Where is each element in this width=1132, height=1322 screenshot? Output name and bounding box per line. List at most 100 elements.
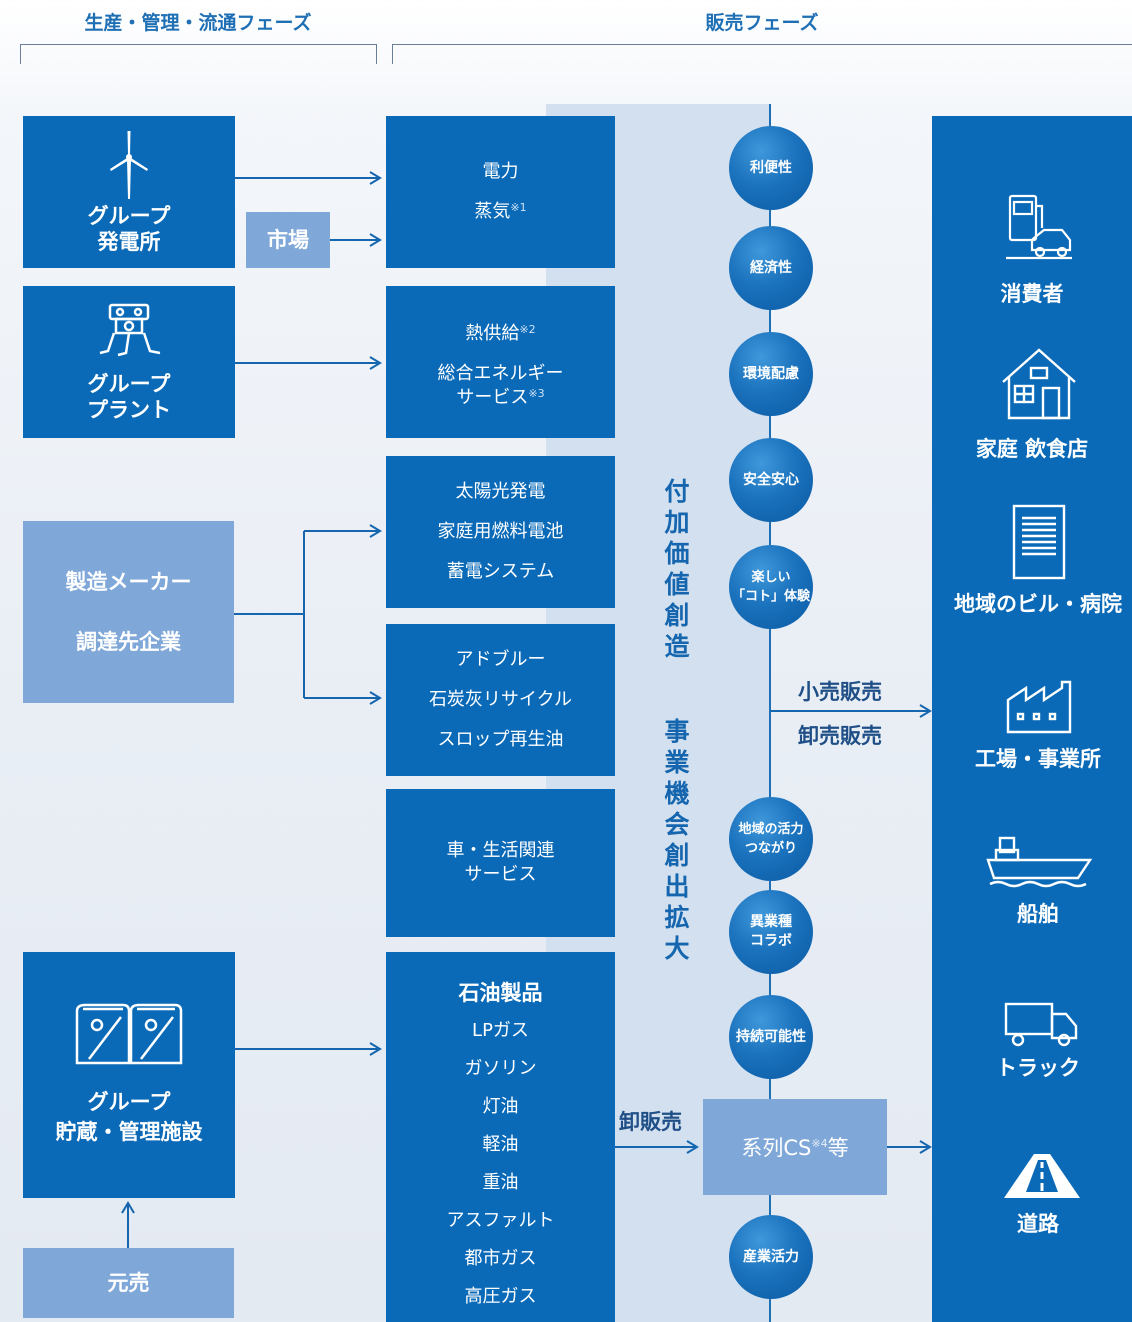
petroleum-item: 軽油 (482, 1134, 519, 1155)
bubble-industry: 産業活力 (729, 1215, 813, 1299)
cs-label: 系列CS (741, 1136, 812, 1160)
customer-household: 家庭 飲食店 (975, 437, 1089, 461)
house-icon (1002, 348, 1076, 420)
customer-consumer: 消費者 (1000, 282, 1064, 306)
bubble-environment: 環境配慮 (729, 332, 813, 416)
retail-label: 小売販売 (798, 680, 882, 704)
service-item: サービス※3 (456, 386, 544, 410)
petroleum-item: 都市ガス (464, 1248, 537, 1269)
heat-supply-item: 熱供給※2 (465, 322, 535, 346)
petroleum-item: アスファルト (446, 1210, 555, 1231)
wind-turbine-icon (110, 131, 148, 199)
truck-icon (1004, 1002, 1078, 1047)
slop-oil-label: スロップ再生油 (437, 729, 564, 750)
group-storage-facility: グループ 貯蔵・管理施設 (23, 952, 235, 1198)
petroleum-item: 灯油 (482, 1096, 519, 1117)
note-4: ※4 (811, 1136, 828, 1150)
vertical-char: 事 (664, 717, 690, 746)
recycling-box: アドブルー 石炭灰リサイクル スロップ再生油 (386, 624, 615, 776)
market-box: 市場 (246, 212, 330, 268)
plant-icon (99, 303, 161, 357)
petroleum-item: LPガス (472, 1020, 529, 1041)
storage-system-label: 蓄電システム (446, 561, 555, 582)
customer-factory: 工場・事業所 (975, 747, 1101, 771)
vertical-char: 加 (664, 508, 690, 537)
ship-icon (986, 836, 1093, 888)
production-phase-bracket (20, 44, 377, 64)
bubble-axis-line (769, 104, 771, 1322)
bubble-collaboration: 異業種 コラボ (729, 890, 813, 974)
renewable-box: 太陽光発電 家庭用燃料電池 蓄電システム (386, 456, 615, 608)
vertical-char: 創 (664, 601, 690, 630)
steam-label: 蒸気 (474, 201, 511, 222)
total-energy-label: 総合エネルギー (437, 363, 564, 384)
group-plant: グループ プラント (23, 286, 235, 438)
coal-ash-label: 石炭灰リサイクル (428, 689, 573, 710)
production-phase-label: 生産・管理・流通フェーズ (84, 12, 312, 34)
bubble-sustainability: 持続可能性 (729, 995, 813, 1079)
note-3: ※3 (528, 387, 545, 400)
vertical-char: 出 (664, 872, 690, 901)
customer-ship: 船舶 (1017, 902, 1059, 926)
vertical-char: 値 (664, 570, 690, 599)
petroleum-item: ガソリン (464, 1058, 537, 1079)
electricity-steam-box: 電力 蒸気※1 (386, 116, 615, 268)
customer-truck: トラック (996, 1056, 1080, 1080)
vertical-char: 拡 (664, 903, 690, 932)
sales-phase-bracket (392, 44, 1132, 64)
vertical-char: 機 (664, 779, 690, 808)
wholesale-label: 卸売販売 (798, 724, 882, 748)
heat-supply-label: 熱供給 (465, 323, 520, 344)
service-label: サービス (456, 387, 529, 408)
vertical-char: 造 (664, 632, 690, 661)
market-label: 市場 (267, 228, 309, 252)
note-1: ※1 (510, 201, 527, 214)
consumer-icon (1006, 194, 1072, 260)
petroleum-item: 高圧ガス (464, 1286, 537, 1307)
bubble-community: 地域の活力 つながり (729, 797, 813, 881)
wholesaler-box: 元売 (23, 1248, 234, 1318)
vertical-char: 業 (664, 748, 690, 777)
fuel-cell-label: 家庭用燃料電池 (437, 521, 564, 542)
group-power-plant: グループ 発電所 (23, 116, 235, 268)
petroleum-products-box: 石油製品 LPガス ガソリン 灯油 軽油 重油 アスファルト 都市ガス 高圧ガス (386, 952, 615, 1322)
electricity-label: 電力 (482, 161, 519, 182)
wholesale-sales-label: 卸販売 (619, 1110, 682, 1134)
group-plant-label: グループ プラント (87, 372, 171, 422)
bubble-economy: 経済性 (729, 226, 813, 310)
customer-road: 道路 (1017, 1212, 1059, 1236)
vertical-char: 価 (664, 539, 690, 568)
sales-phase-label: 販売フェーズ (705, 12, 819, 34)
car-service-label: サービス (464, 864, 537, 885)
heat-supply-box: 熱供給※2 総合エネルギー サービス※3 (386, 286, 615, 438)
wholesaler-label: 元売 (107, 1271, 150, 1295)
steam-item: 蒸気※1 (474, 200, 526, 224)
storage-tank-icon (75, 1003, 183, 1065)
vertical-char: 創 (664, 841, 690, 870)
building-icon (1012, 504, 1066, 580)
business-opportunity-text: 事業機会創出拡大 (660, 716, 694, 964)
solar-label: 太陽光発電 (455, 481, 546, 502)
bubble-convenience: 利便性 (729, 126, 813, 210)
vertical-char: 会 (664, 810, 690, 839)
vertical-char: 大 (664, 934, 690, 963)
manufacturer-box: 製造メーカー 調達先企業 (23, 521, 234, 703)
factory-icon (1006, 680, 1072, 734)
car-life-label: 車・生活関連 (446, 840, 555, 861)
cs-suffix: 等 (827, 1136, 849, 1160)
bubble-experience: 楽しい 「コト」体験 (729, 545, 813, 629)
bubble-safety: 安全安心 (729, 438, 813, 522)
vertical-char: 付 (664, 477, 690, 506)
supplier-label: 調達先企業 (76, 630, 181, 654)
petroleum-title: 石油製品 (458, 981, 543, 1005)
note-2: ※2 (519, 323, 536, 336)
manufacturer-label: 製造メーカー (65, 570, 192, 594)
road-icon (1004, 1154, 1080, 1198)
value-creation-text: 付加価値創造 (660, 476, 694, 662)
customer-buildings: 地域のビル・病院 (954, 592, 1122, 616)
group-storage-label: グループ 貯蔵・管理施設 (55, 1090, 203, 1144)
car-life-service-box: 車・生活関連 サービス (386, 789, 615, 937)
petroleum-item: 重油 (482, 1172, 519, 1193)
